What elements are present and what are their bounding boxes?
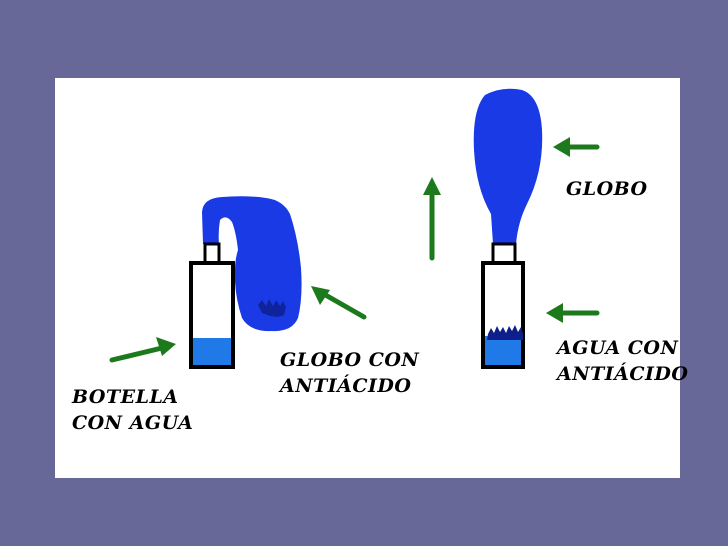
- label-line: BOTELLA: [72, 386, 179, 408]
- label-line: AGUA CON: [557, 337, 679, 359]
- label-line: GLOBO CON: [280, 349, 420, 371]
- label-line: CON AGUA: [72, 412, 194, 434]
- label-line: GLOBO: [566, 178, 648, 200]
- label-line: ANTIÁCIDO: [557, 363, 689, 385]
- label-botella-con-agua: BOTELLA CON AGUA: [72, 384, 193, 436]
- label-globo: GLOBO: [566, 176, 648, 202]
- arrow-globo: [553, 137, 600, 157]
- antacid-texture: [258, 299, 286, 317]
- label-globo-con-antiacido: GLOBO CON ANTIÁCIDO: [280, 347, 419, 399]
- left-setup: [189, 196, 302, 369]
- label-agua-con-antiacido: AGUA CON ANTIÁCIDO: [557, 335, 688, 387]
- arrow-botella: [109, 337, 176, 363]
- deflated-balloon: [202, 196, 302, 332]
- inflated-balloon: [473, 88, 543, 245]
- right-setup: [473, 88, 543, 369]
- arrow-agua-con-antiacido: [546, 303, 600, 323]
- arrow-globo-con-antiacido: [311, 286, 367, 320]
- fizzing-antacid: [487, 325, 523, 340]
- water-right: [485, 336, 521, 365]
- arrow-up: [423, 177, 441, 261]
- water-left: [193, 338, 231, 365]
- label-line: ANTIÁCIDO: [280, 375, 412, 397]
